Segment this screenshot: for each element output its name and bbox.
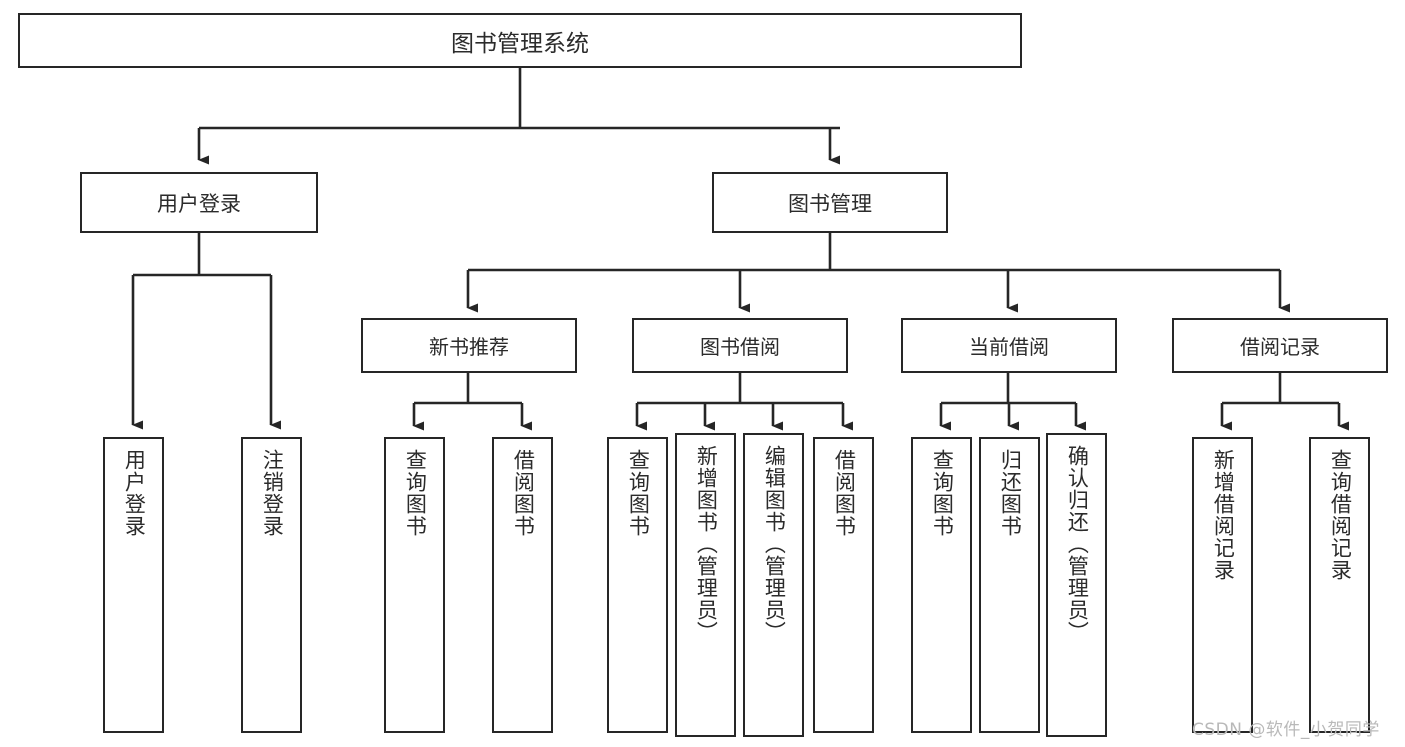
node-new-book-recommendation[interactable]: 新书推荐	[361, 318, 577, 373]
leaf-user-login-logout[interactable]: 注销登录	[241, 437, 302, 733]
leaf-label: 新增借阅记录	[1211, 449, 1236, 581]
node-label: 借阅记录	[1240, 335, 1320, 359]
node-label: 当前借阅	[969, 335, 1049, 359]
leaf-book-borrow-query-books[interactable]: 查询图书	[607, 437, 668, 733]
leaf-label: 注销登录	[260, 449, 285, 537]
node-label: 新书推荐	[429, 335, 509, 359]
leaf-new-book-query-books[interactable]: 查询图书	[384, 437, 445, 733]
node-user-login[interactable]: 用户登录	[80, 172, 318, 233]
leaf-label: 确认归还（管理员）	[1065, 445, 1090, 643]
leaf-book-borrow-add-book-admin[interactable]: 新增图书（管理员）	[675, 433, 736, 737]
node-root-book-management-system[interactable]: 图书管理系统	[18, 13, 1022, 68]
leaf-label: 新增图书（管理员）	[694, 445, 719, 643]
leaf-new-book-borrow-books[interactable]: 借阅图书	[492, 437, 553, 733]
csdn-watermark: CSDN @软件_小贺同学	[1192, 715, 1380, 740]
leaf-label: 查询图书	[403, 449, 428, 537]
leaf-label: 借阅图书	[511, 449, 536, 537]
node-label: 图书管理系统	[451, 30, 589, 57]
leaf-user-login-login[interactable]: 用户登录	[103, 437, 164, 733]
leaf-label: 查询借阅记录	[1328, 449, 1353, 581]
leaf-current-borrow-confirm-return-admin[interactable]: 确认归还（管理员）	[1046, 433, 1107, 737]
leaf-label: 编辑图书（管理员）	[762, 445, 787, 643]
leaf-label: 查询图书	[626, 449, 651, 537]
node-label: 图书借阅	[700, 335, 780, 359]
leaf-label: 用户登录	[122, 449, 147, 537]
leaf-current-borrow-return-books[interactable]: 归还图书	[979, 437, 1040, 733]
node-label: 用户登录	[157, 191, 241, 216]
node-current-borrowing[interactable]: 当前借阅	[901, 318, 1117, 373]
node-book-borrowing[interactable]: 图书借阅	[632, 318, 848, 373]
leaf-current-borrow-query-books[interactable]: 查询图书	[911, 437, 972, 733]
leaf-book-borrow-borrow-books[interactable]: 借阅图书	[813, 437, 874, 733]
leaf-book-borrow-edit-book-admin[interactable]: 编辑图书（管理员）	[743, 433, 804, 737]
node-book-management[interactable]: 图书管理	[712, 172, 948, 233]
leaf-label: 查询图书	[930, 449, 955, 537]
watermark-text: CSDN @软件_小贺同学	[1192, 720, 1380, 740]
node-label: 图书管理	[788, 191, 872, 216]
leaf-label: 借阅图书	[832, 449, 857, 537]
leaf-borrow-records-query-record[interactable]: 查询借阅记录	[1309, 437, 1370, 733]
leaf-borrow-records-add-record[interactable]: 新增借阅记录	[1192, 437, 1253, 733]
leaf-label: 归还图书	[998, 449, 1023, 537]
node-borrow-records[interactable]: 借阅记录	[1172, 318, 1388, 373]
